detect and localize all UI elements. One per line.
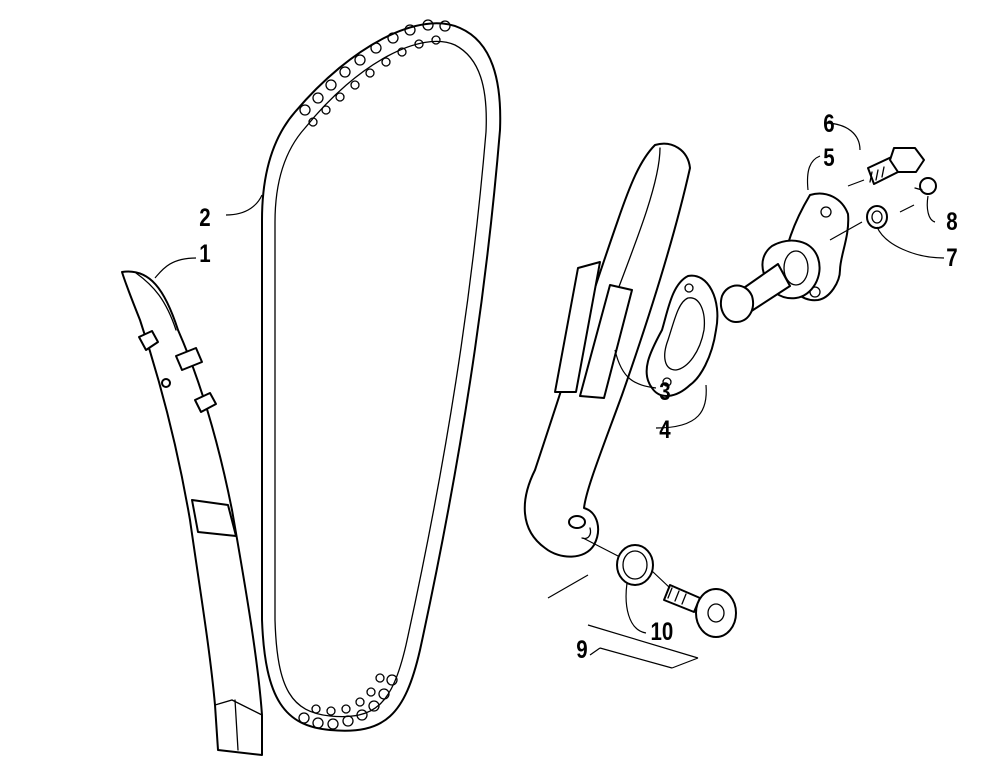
pivot-bolt[interactable] [663, 584, 737, 638]
callout-labels: 1 2 3 4 5 6 7 8 9 10 [199, 109, 958, 663]
cam-chain[interactable] [261, 19, 502, 732]
sealing-washer[interactable] [866, 205, 888, 229]
leader-lines [154, 122, 945, 669]
tensioner-bolt[interactable] [867, 147, 925, 185]
chain-links-bottom [298, 673, 398, 730]
cap-bolt[interactable] [914, 177, 937, 195]
callout-7: 7 [946, 243, 957, 271]
tensioner-gasket[interactable] [645, 274, 719, 397]
tensioner-lifter[interactable] [720, 192, 850, 323]
callout-2: 2 [199, 203, 210, 231]
chain-links-top [299, 19, 451, 127]
callout-10: 10 [651, 617, 674, 645]
callout-9: 9 [576, 635, 587, 663]
callout-5: 5 [823, 143, 835, 171]
callout-3: 3 [659, 377, 670, 405]
callout-8: 8 [946, 207, 958, 235]
chain-guide[interactable] [121, 270, 263, 756]
o-ring[interactable] [616, 544, 654, 586]
tensioner-guide[interactable] [523, 142, 691, 558]
callout-6: 6 [823, 109, 834, 137]
callout-4: 4 [659, 415, 671, 443]
callout-1: 1 [199, 239, 211, 267]
